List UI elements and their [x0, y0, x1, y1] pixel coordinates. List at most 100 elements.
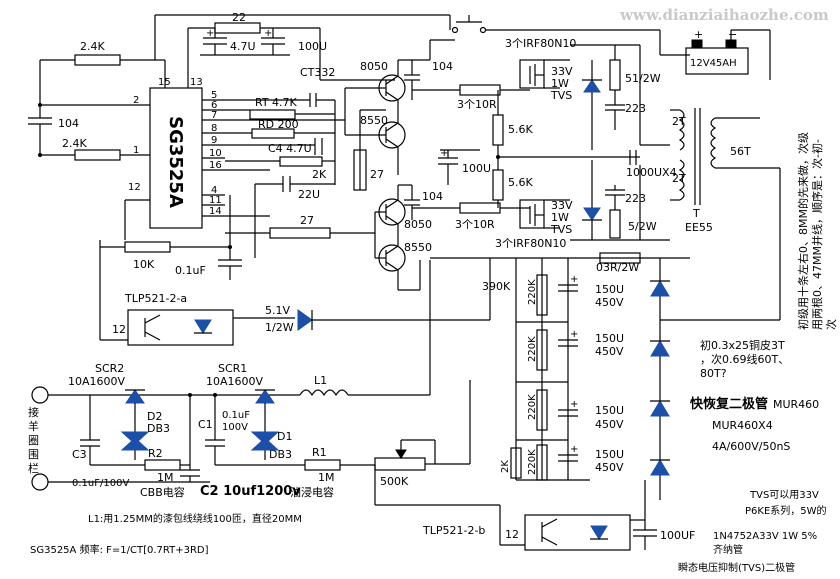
resistor-2k4-mid-label: 2.4K — [62, 137, 87, 150]
battery: + − 12V45AH — [685, 28, 771, 80]
cap-22u-label: 22U — [298, 188, 320, 201]
fence-char-2: 羊 — [28, 419, 39, 433]
cap-223-a-label: 223 — [625, 102, 646, 115]
resistor-27-mid — [353, 149, 367, 191]
tvs-note-1: TVS可以用33V — [749, 490, 819, 501]
c3-name: C3 — [72, 448, 87, 461]
cap-1000ux4-label: 1000UX4 — [626, 166, 677, 179]
cap-104-b-label: 104 — [422, 190, 443, 203]
pin-8: 8 — [211, 123, 217, 134]
pin-10: 10 — [209, 148, 222, 159]
svg-text:−: − — [728, 28, 737, 41]
tvs-top-line2: 1W — [551, 77, 569, 90]
resistor-2k-label: 2K — [312, 168, 327, 181]
t-core-label: EE55 — [685, 221, 713, 234]
resistor-5k6-top — [492, 114, 504, 146]
resistor-r2 — [144, 459, 181, 471]
power-switch — [449, 15, 690, 56]
resistor-5k6-bot — [492, 169, 504, 201]
resistor-10k — [124, 241, 171, 253]
pin-1: 1 — [133, 145, 139, 156]
transformer: 2T 2T 56T T EE55 — [670, 108, 751, 234]
c1-name: C1 — [198, 418, 213, 431]
tvs-bot-line3: TVS — [550, 223, 572, 236]
snubber-network: 51/2W 223 1000UX4 223 5/2W — [570, 44, 677, 241]
resistor-rd-label: RD 200 — [258, 118, 299, 131]
tvs-bot: 33V 1W TVS — [550, 160, 602, 240]
svg-text:+: + — [694, 28, 703, 41]
resistor-5-2w-label: 5/2W — [628, 220, 657, 233]
d1-name: D1 — [277, 430, 292, 443]
pin-6: 6 — [211, 100, 217, 111]
mosfet-top-label: 3个IRF80N10 — [505, 37, 576, 50]
resistor-220k-2-label: 220K — [527, 336, 538, 362]
opto-a-pin: 12 — [112, 323, 126, 336]
cap-450v-3: 450V — [595, 418, 624, 431]
resistor-220k-4-label: 220K — [527, 449, 538, 475]
cap-150u-1: 150U — [595, 283, 624, 296]
fence-char-5: 栏 — [28, 461, 39, 475]
resistor-r1 — [304, 459, 341, 471]
cbb-label: CBB电容 — [140, 485, 185, 499]
tvs-note-2: P6KE系列，5W的 — [745, 504, 827, 517]
input-divider: 2.4K 104 2.4K — [28, 40, 155, 161]
t-pri-b-label: 2T — [672, 172, 686, 185]
svg-text:+: + — [570, 444, 578, 455]
cap-100u-mid-label: 100U — [462, 162, 491, 175]
tvs-top-line1: 33V — [551, 65, 573, 78]
driver-stage: 8050 8550 27 104 8050 8550 — [225, 39, 455, 291]
resistor-10k-label: 10K — [133, 258, 155, 271]
cap-100u-top-label: 100U — [298, 40, 327, 53]
cap-223-b-label: 223 — [625, 192, 646, 205]
zener-w-label: 1/2W — [265, 321, 294, 334]
r1-value: 1M — [318, 471, 335, 484]
pin-14: 14 — [209, 206, 222, 217]
cap-4u7-label: 4.7U — [230, 40, 256, 53]
resistor-51-2w — [609, 59, 621, 91]
cap-01uf-label: 0.1uF — [175, 264, 206, 277]
c1-value: 0.1uF — [222, 410, 250, 421]
cap-100uf-label: 100UF — [660, 529, 695, 542]
resistor-5k6-bot-label: 5.6K — [508, 176, 533, 189]
pin-9: 9 — [211, 135, 217, 146]
resistor-2k4-top — [74, 54, 121, 66]
cap-450v-2: 450V — [595, 345, 624, 358]
resistor-3x10r-bot-label: 3个10R — [455, 218, 495, 231]
resistor-2k-low — [510, 447, 522, 479]
pin-12: 12 — [128, 182, 141, 193]
c2-tank: C2 10uf1200v 油浸电容 — [180, 393, 334, 499]
resistor-220k-1 — [536, 274, 548, 316]
pot-label: 500K — [380, 475, 409, 488]
ic-label: SG3525A — [165, 116, 186, 208]
tvs-bot-line2: 1W — [551, 211, 569, 224]
resistor-3x10r-top — [459, 84, 501, 96]
resistor-220k-3 — [536, 389, 548, 431]
mosfet-bot: 3个IRF80N10 — [495, 199, 570, 250]
opto-b-label: TLP521-2-b — [422, 524, 485, 537]
ic-sg3525a: SG3525A 15 13 2 1 12 5 6 7 8 9 10 16 4 1… — [120, 70, 225, 229]
q-8550-bot-label: 8550 — [404, 241, 432, 254]
cap-104-a-label: 104 — [432, 60, 453, 73]
resistor-27-bot-label: 27 — [300, 214, 314, 227]
d2-name: D2 — [147, 410, 162, 423]
svg-text:+: + — [440, 148, 448, 159]
pin-5: 5 — [211, 90, 217, 101]
resistor-2k4-mid — [74, 149, 121, 161]
r2-name: R2 — [148, 447, 163, 460]
tvs-top-line3: TVS — [550, 89, 572, 102]
t-sec-label: 56T — [730, 145, 751, 158]
resistor-220k-2 — [536, 329, 548, 371]
timing-network: CT332 RT 4.7K RD 200 C4 4.7U 2K 22U — [225, 66, 336, 258]
l1-name: L1 — [314, 374, 327, 387]
resistor-220k-4 — [536, 444, 548, 481]
cap-150u-2: 150U — [595, 332, 624, 345]
c2-label: C2 10uf1200v — [200, 484, 301, 499]
resistor-3x10r-bot — [459, 202, 501, 214]
cap-104-left-label: 104 — [58, 117, 79, 130]
pin-13: 13 — [190, 77, 203, 88]
opto-b-pin: 12 — [505, 528, 519, 541]
scr1-stage: SCR1 10A1600V C1 0.1uF 100V D1 DB3 R1 1M — [198, 362, 375, 484]
resistor-2k — [279, 156, 323, 167]
pin-7: 7 — [211, 110, 217, 121]
